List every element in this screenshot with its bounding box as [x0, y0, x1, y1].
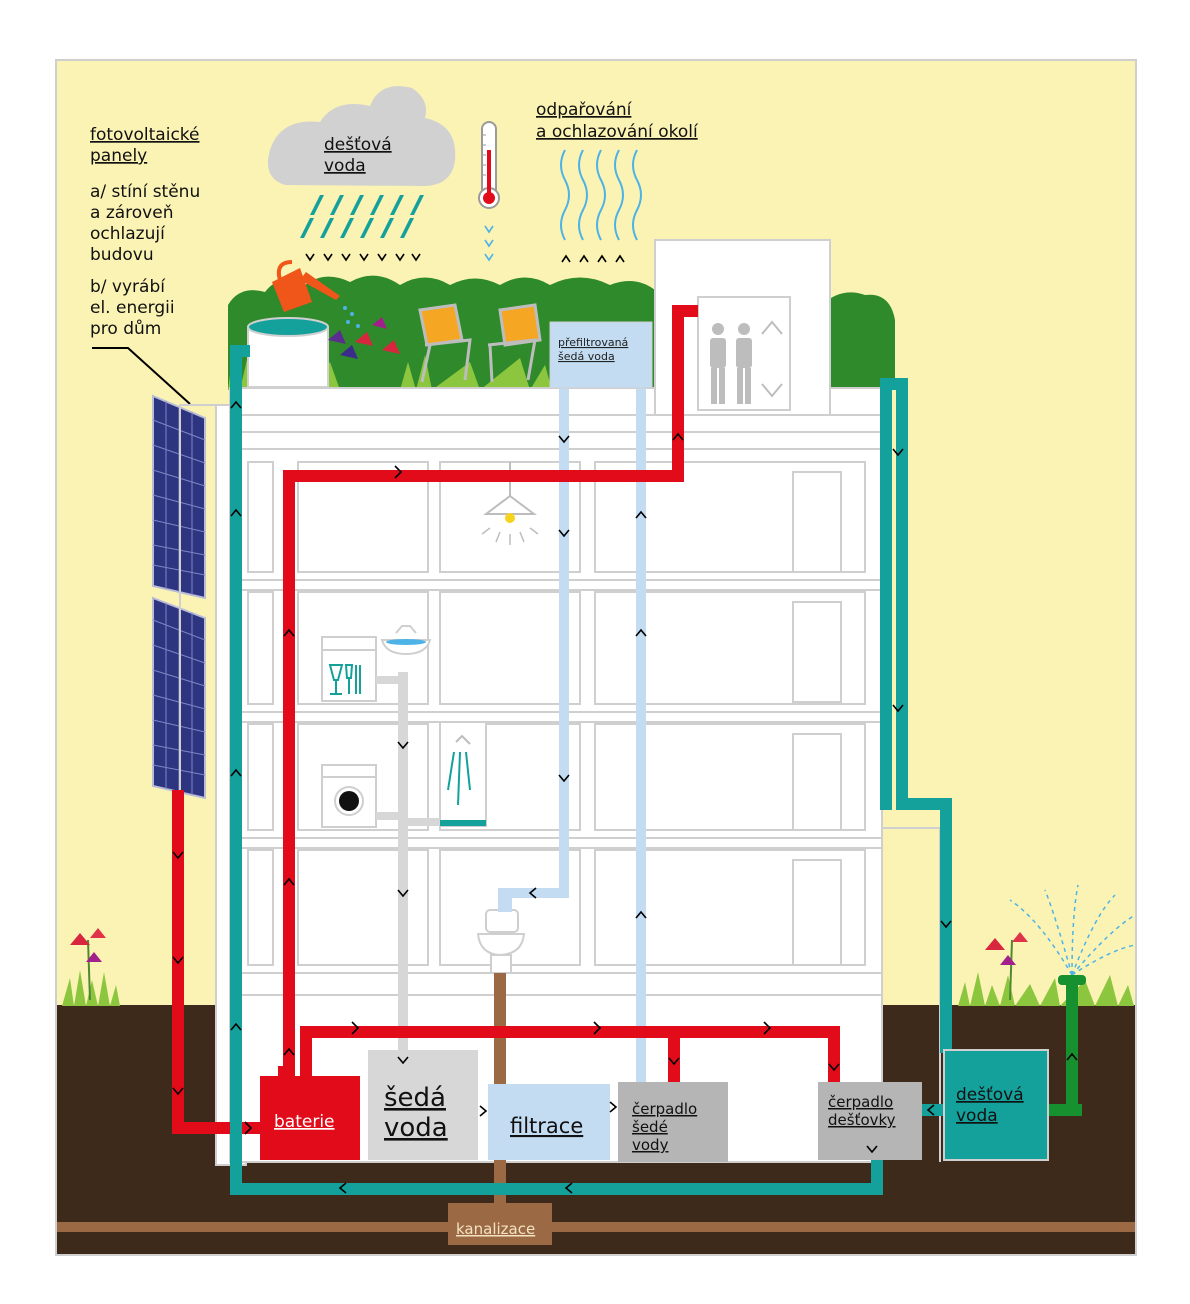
- washing-machine-icon: [321, 764, 377, 828]
- irrigation-pipe: [1042, 985, 1082, 1116]
- elevator-icon: [710, 320, 783, 404]
- battery-box: [260, 1076, 360, 1160]
- filtered-water-pipes: [498, 388, 646, 1088]
- rainwater-tank-label-1: dešťová: [956, 1085, 1024, 1105]
- battery-terminals: [278, 1066, 310, 1078]
- battery-label: baterie: [274, 1112, 335, 1132]
- sewer-label: kanalizace: [456, 1220, 535, 1238]
- rainwater-pump-label-1: čerpadlo: [828, 1093, 893, 1111]
- sink-icon: [380, 625, 432, 656]
- evaporation-label-2: a ochlazování okolí: [536, 122, 699, 142]
- rainwater-pump-box: [818, 1082, 922, 1160]
- flowers-right-icon: [985, 932, 1028, 1001]
- ceiling-lamp-icon: [481, 462, 539, 545]
- rooftop-rainwater-tank: [247, 317, 329, 388]
- grey-water-pipes: [376, 672, 440, 1050]
- sprinkler-icon: [1009, 884, 1136, 985]
- greywater-label-2: voda: [384, 1113, 448, 1143]
- rain-cloud-icon: [267, 86, 456, 186]
- roof-flowers-icon: [328, 317, 400, 359]
- pv-a-2: a zároveň: [90, 203, 173, 223]
- pv-b-3: pro dům: [90, 319, 161, 339]
- pv-a-4: budovu: [90, 245, 154, 265]
- floors: [179, 390, 941, 1162]
- pv-title-1: fotovoltaické: [90, 125, 200, 145]
- flow-arrows: [172, 400, 1078, 1194]
- evaporation-waves-icon: [560, 149, 642, 241]
- rainwater-tank: [943, 1049, 1049, 1161]
- rain-down-arrows: [305, 253, 421, 262]
- rainwater-pump-label-2: dešťovky: [828, 1111, 896, 1129]
- thermometer-down-arrows: [484, 225, 494, 262]
- pv-a-1: a/ stíní stěnu: [90, 182, 200, 202]
- evaporation-label-1: odpařování: [536, 100, 633, 120]
- greywater-pump-box: [618, 1082, 728, 1162]
- greywater-pump-label-1: čerpadlo: [632, 1100, 697, 1118]
- shower-icon: [439, 721, 487, 827]
- grass-left: [62, 970, 120, 1006]
- filtered-water-label-2: šedá voda: [558, 350, 615, 363]
- flowers-left-icon: [70, 928, 106, 1001]
- toilet-icon: [476, 909, 526, 974]
- sewer-box: [448, 1203, 552, 1245]
- rain-cloud-label-2: voda: [324, 156, 366, 176]
- greywater-pump-label-2: šedé: [632, 1118, 668, 1136]
- diagram-frame: [55, 59, 1137, 1256]
- pv-label: fotovoltaické panely a/ stíní stěnu a zá…: [90, 125, 200, 339]
- pv-title-2: panely: [90, 146, 147, 166]
- filtered-water-label-1: přefiltrovaná: [558, 336, 628, 349]
- chairs-icon: [418, 303, 542, 383]
- dishwasher-icon: [321, 636, 377, 702]
- thermometer-icon: [478, 121, 500, 209]
- sewer-pipe-horizontal: [56, 1222, 1136, 1232]
- filtration-label: filtrace: [510, 1114, 583, 1138]
- rain-drops-icon: [300, 195, 424, 238]
- greywater-label-1: šedá: [384, 1083, 446, 1113]
- pv-pointer-line: [92, 347, 191, 405]
- evaporation-up-arrows: [561, 254, 625, 263]
- filtered-greywater-tank: [549, 321, 653, 389]
- greywater-tank: [368, 1050, 478, 1160]
- rain-cloud-label-1: dešťová: [324, 135, 392, 155]
- pv-a-3: ochlazují: [90, 224, 166, 244]
- rainwater-pipes: [230, 345, 956, 1195]
- greywater-pump-label-3: vody: [632, 1136, 669, 1154]
- pv-b-2: el. energii: [90, 298, 175, 318]
- electric-cables: [172, 305, 840, 1134]
- pv-b-1: b/ vyrábí: [90, 277, 166, 297]
- filtration-box: [488, 1084, 610, 1160]
- grass-right: [958, 972, 1134, 1006]
- rainwater-tank-label-2: voda: [956, 1106, 998, 1126]
- watering-can-icon: [272, 260, 360, 328]
